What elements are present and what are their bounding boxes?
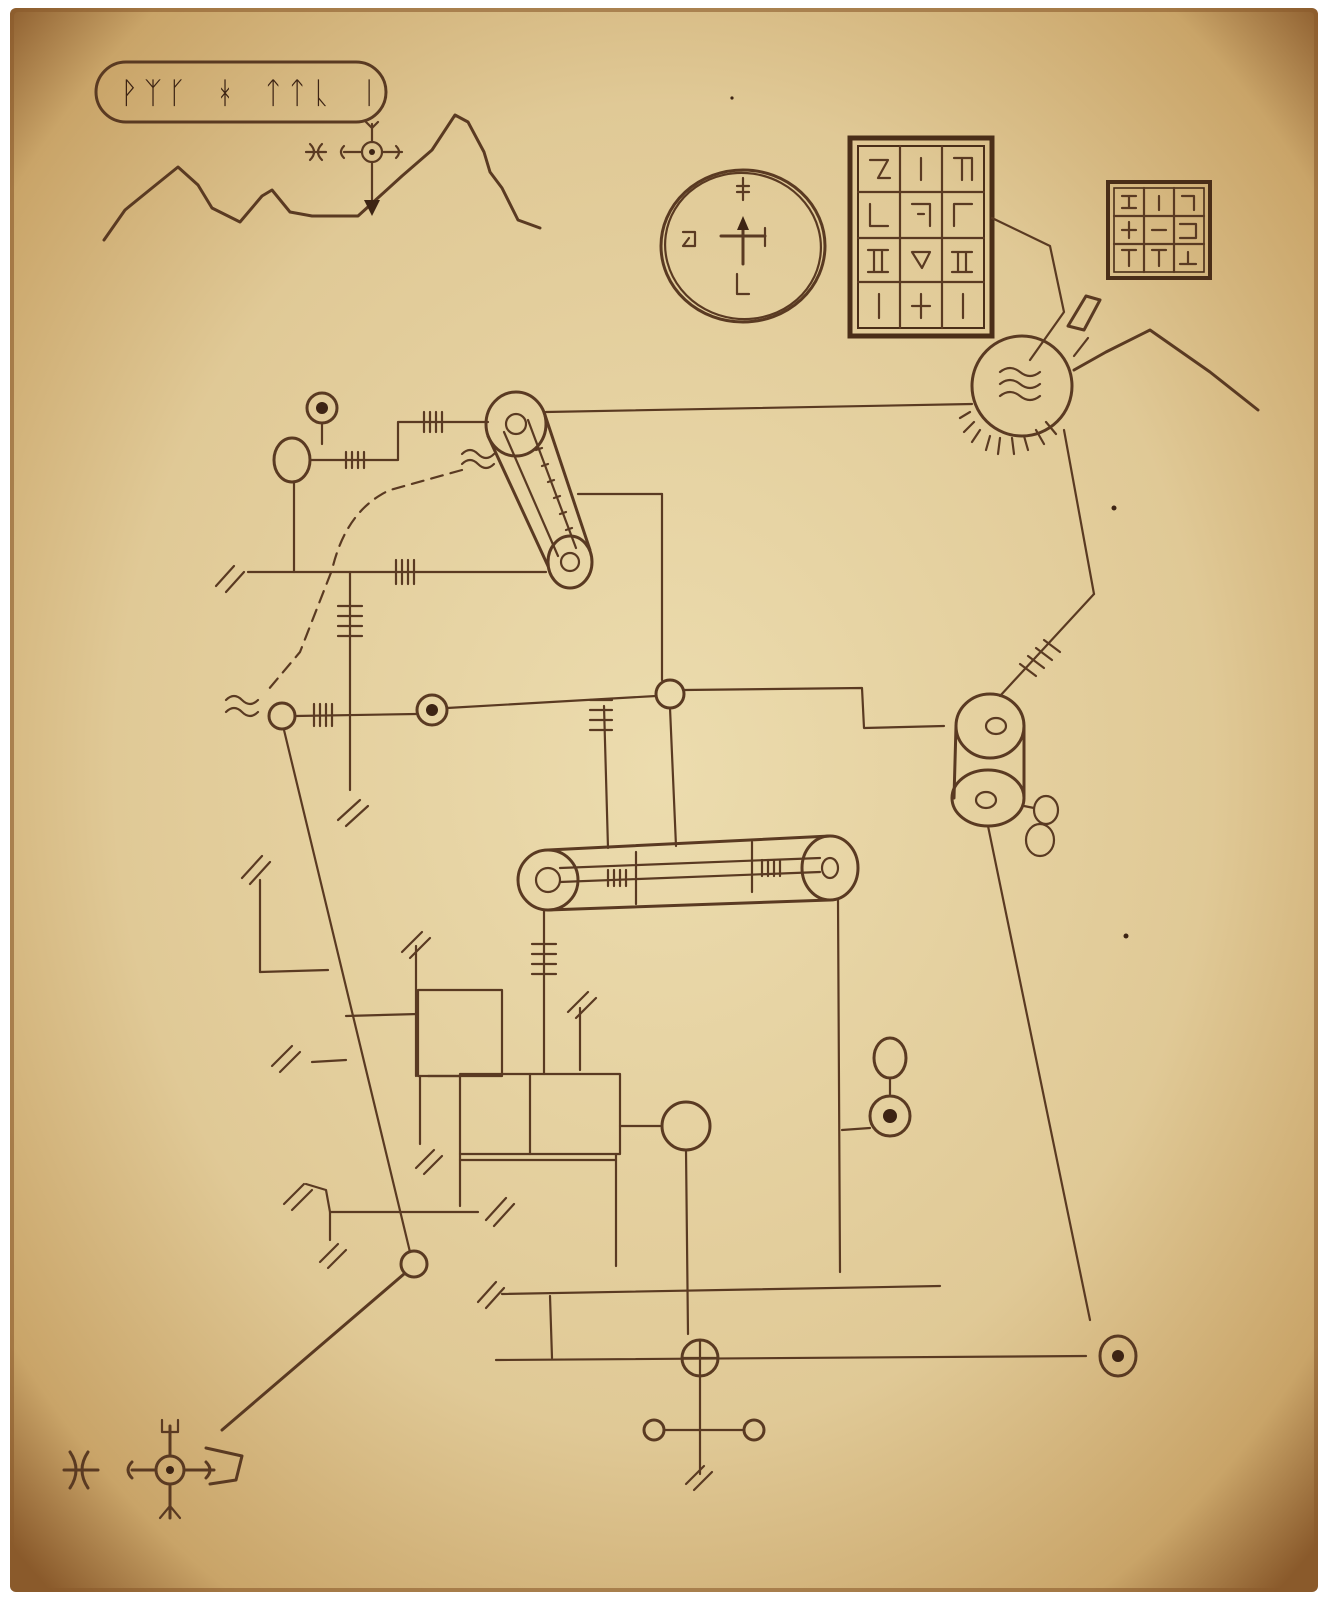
sun-node	[958, 334, 1074, 456]
parchment-border	[10, 8, 1318, 1592]
compass-rose-icon	[659, 168, 827, 324]
runic-sigil-icon	[62, 1418, 244, 1520]
conveyor-belt-lower	[516, 834, 860, 912]
rune-grid-icon	[847, 135, 995, 339]
map-node	[1098, 1334, 1138, 1378]
ridge-line-right	[1072, 328, 1260, 412]
diamond-marker	[1066, 294, 1102, 332]
grid-connector	[990, 216, 1066, 362]
map-node	[868, 1094, 912, 1138]
map-node	[399, 1249, 429, 1279]
runic-sigil-icon	[304, 120, 404, 216]
conveyor-belt-upper	[484, 390, 594, 590]
map-title-glyphs: ᚹᛉᚴ ᚼ ᛏᛏᚳ ᛁ	[120, 76, 384, 111]
map-title-cartouche: ᚹᛉᚴ ᚼ ᛏᛏᚳ ᛁ	[94, 60, 388, 124]
map-node	[415, 693, 449, 727]
map-node-dot	[316, 402, 328, 414]
rune-grid-icon	[1106, 180, 1212, 280]
crosshair-node	[642, 1338, 766, 1492]
mountain-range-top-left	[102, 113, 542, 242]
building-cluster	[416, 988, 662, 1268]
